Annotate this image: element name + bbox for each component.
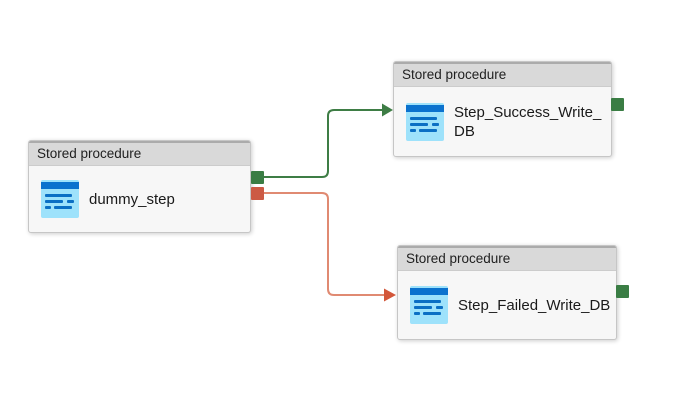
port-success-out-step-success[interactable] — [611, 98, 624, 111]
edge-on-success[interactable] — [264, 103, 393, 178]
stored-procedure-icon — [410, 286, 448, 324]
node-body: Step_Failed_Write_DB — [398, 271, 616, 339]
edge-on-success-arrowhead-icon — [382, 103, 393, 117]
edge-on-failure-line[interactable] — [264, 192, 384, 296]
port-success-out-dummy-step[interactable] — [251, 171, 264, 184]
node-step-success-write-db[interactable]: Stored procedure Step_Success_Write_DB — [393, 61, 612, 157]
stored-procedure-icon — [41, 180, 79, 218]
node-step-failed-write-db[interactable]: Stored procedure Step_Failed_Write_DB — [397, 245, 617, 340]
node-dummy-step[interactable]: Stored procedure dummy_step — [28, 140, 251, 233]
node-type-header: Stored procedure — [398, 246, 616, 271]
node-type-header: Stored procedure — [29, 141, 250, 166]
node-body: Step_Success_Write_DB — [394, 87, 611, 156]
edge-on-failure[interactable] — [264, 192, 396, 302]
node-body: dummy_step — [29, 166, 250, 232]
node-type-header: Stored procedure — [394, 62, 611, 87]
edge-on-success-line[interactable] — [264, 109, 382, 178]
node-name-label: Step_Failed_Write_DB — [458, 296, 611, 314]
stored-procedure-icon — [406, 102, 444, 141]
node-name-label: dummy_step — [89, 190, 175, 208]
port-failure-out-dummy-step[interactable] — [251, 187, 264, 200]
node-name-label: Step_Success_Write_DB — [454, 103, 602, 140]
port-success-out-step-failed[interactable] — [616, 285, 629, 298]
edge-on-failure-arrowhead-icon — [384, 288, 396, 302]
